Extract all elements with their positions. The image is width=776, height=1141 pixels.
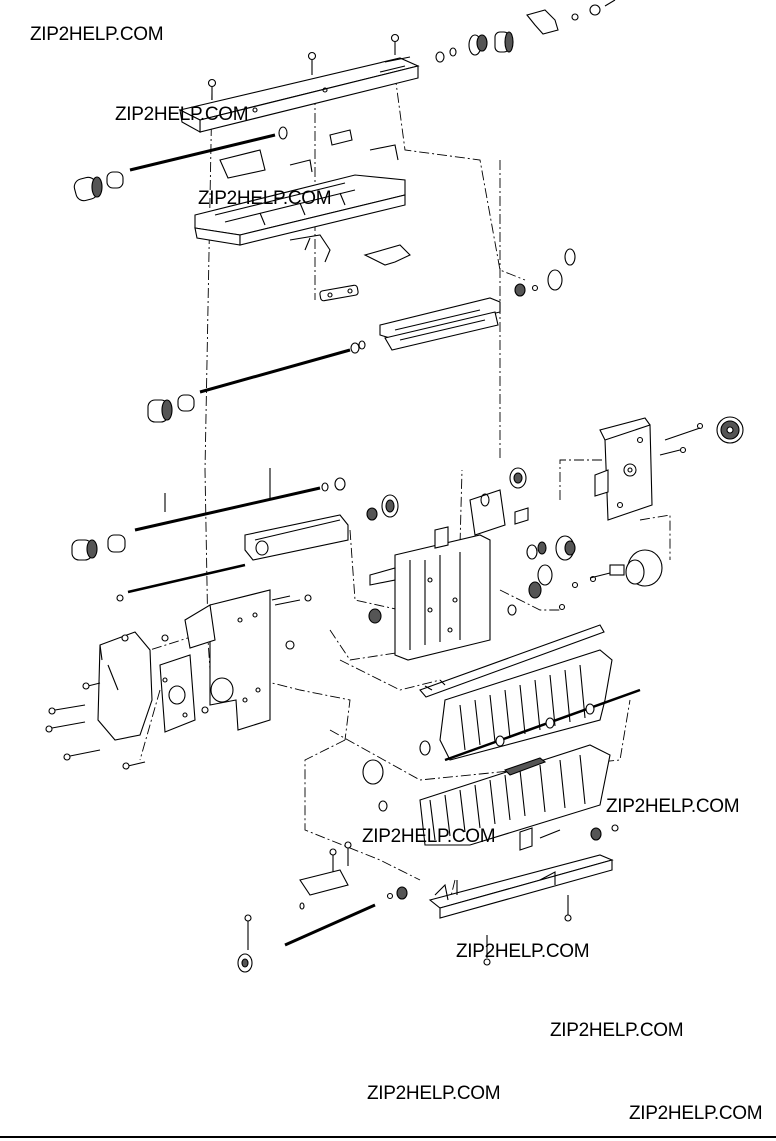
roller-shaft-middle — [147, 340, 366, 423]
clip-spring — [519, 824, 619, 851]
side-cover — [97, 631, 153, 741]
watermark-text: ZIP2HELP.COM — [550, 1020, 684, 1041]
gear-shaft-assembly — [435, 0, 616, 63]
lower-guide-housing — [419, 744, 611, 846]
left-side-frame — [184, 589, 312, 731]
screw-group — [45, 634, 209, 770]
watermark-text: ZIP2HELP.COM — [456, 941, 590, 962]
roller-shaft-upper — [73, 126, 288, 202]
middle-carriage — [379, 248, 576, 351]
actuator-link — [319, 284, 359, 302]
gear-cluster — [507, 535, 579, 616]
watermark-text: ZIP2HELP.COM — [629, 1103, 763, 1124]
gear-idler — [362, 759, 388, 812]
watermark-text: ZIP2HELP.COM — [362, 826, 496, 847]
watermark-text: ZIP2HELP.COM — [367, 1083, 501, 1104]
side-drive-bracket — [594, 416, 744, 521]
inner-frame-plate — [159, 654, 196, 733]
watermark-text: ZIP2HELP.COM — [115, 104, 249, 125]
guide-roller-block — [244, 494, 399, 561]
upper-tray-frame — [194, 129, 406, 246]
screw — [207, 78, 217, 100]
screw — [307, 51, 317, 75]
watermark-text: ZIP2HELP.COM — [606, 796, 740, 817]
bottom-bracket — [428, 854, 614, 966]
roller-shaft-lower — [71, 468, 346, 561]
watermark-text: ZIP2HELP.COM — [30, 24, 164, 45]
feed-tray — [419, 649, 641, 762]
drive-motor — [589, 549, 663, 587]
watermark-text: ZIP2HELP.COM — [198, 188, 332, 209]
sensor-lever — [289, 234, 331, 263]
paper-guide — [419, 624, 605, 698]
guide-shaft — [116, 563, 246, 602]
sensor-lever — [363, 244, 411, 266]
central-chassis — [368, 467, 529, 661]
bottom-shaft — [237, 841, 408, 973]
top-frame-plate — [178, 56, 420, 133]
screw — [390, 33, 400, 55]
bottom-rule — [0, 1136, 776, 1138]
